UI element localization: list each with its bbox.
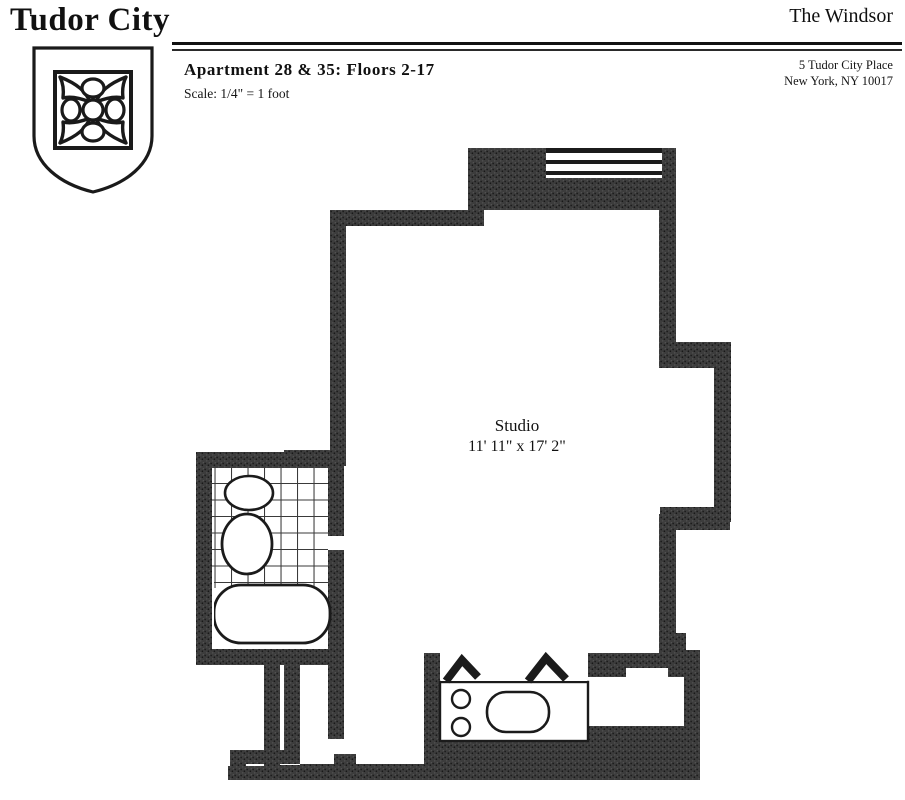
studio-room-label: Studio bbox=[494, 416, 540, 435]
scale-note: Scale: 1/4" = 1 foot bbox=[184, 86, 290, 101]
kitchen-door-swing-right-icon bbox=[524, 651, 569, 684]
page-header: Tudor City bbox=[0, 0, 905, 194]
address-line-1: 5 Tudor City Place bbox=[798, 58, 893, 72]
bathroom-sink-icon bbox=[223, 474, 275, 512]
kitchen bbox=[424, 633, 700, 780]
lower-right-walls bbox=[684, 653, 700, 780]
bathroom-wall-right-lower bbox=[328, 550, 344, 665]
header-rule-thick bbox=[172, 42, 902, 45]
entry-closet bbox=[264, 649, 356, 780]
kitchen-sink-icon bbox=[485, 690, 551, 734]
apartment-title: Apartment 28 & 35: Floors 2-17 bbox=[184, 60, 435, 79]
closet-wall-bottom bbox=[264, 765, 356, 780]
studio-room-dimensions: 11' 11" x 17' 2" bbox=[468, 438, 566, 455]
wall-bands bbox=[330, 148, 731, 652]
bathroom-wall-right-upper bbox=[328, 452, 344, 536]
building-name: The Windsor bbox=[789, 5, 893, 27]
address-line-2: New York, NY 10017 bbox=[784, 74, 893, 88]
window-wall bbox=[546, 148, 662, 178]
floor-plan-drawing: Studio 11' 11" x 17' 2" bbox=[0, 120, 905, 800]
tudor-rose-shield-icon bbox=[30, 44, 156, 196]
bathtub-icon bbox=[212, 583, 332, 645]
bathroom-wall-top bbox=[196, 452, 344, 468]
header-rules bbox=[172, 42, 902, 56]
bathroom bbox=[196, 452, 344, 665]
closet-wall-right bbox=[328, 649, 344, 739]
tudor-city-wordmark: Tudor City bbox=[10, 2, 170, 38]
header-rule-thin bbox=[172, 49, 902, 51]
kitchen-door-swing-left-icon bbox=[442, 653, 481, 684]
bathroom-wall-left bbox=[196, 452, 212, 665]
bottom-left-wall-stub bbox=[228, 766, 248, 780]
closet-wall-left bbox=[264, 649, 280, 779]
kitchen-burner-upper-icon bbox=[450, 688, 472, 710]
kitchen-burner-lower-icon bbox=[450, 716, 472, 738]
bathroom-toilet-icon bbox=[220, 512, 274, 576]
